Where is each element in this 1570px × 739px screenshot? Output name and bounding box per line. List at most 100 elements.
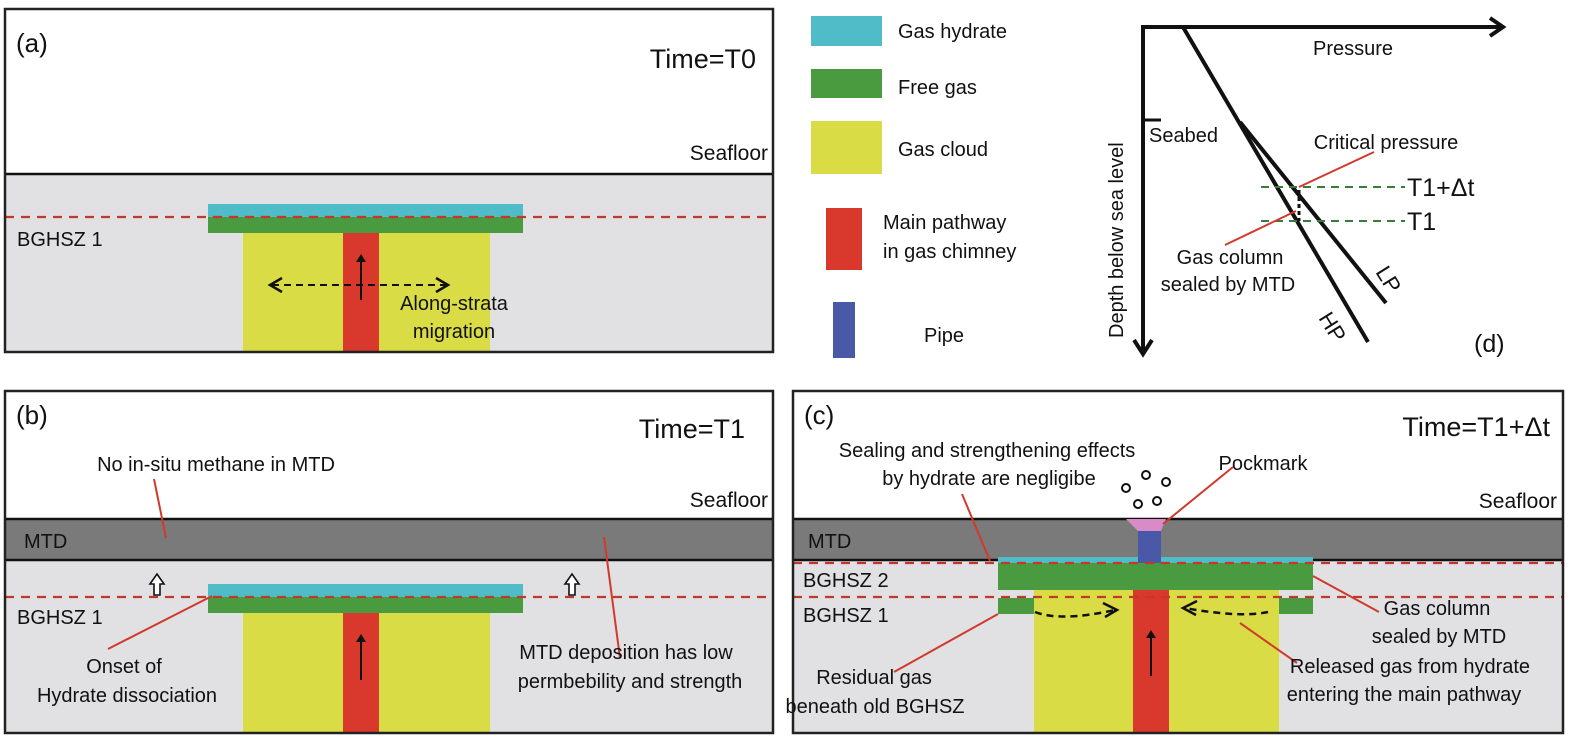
mtd-label: MTD — [24, 531, 67, 553]
panel-b: (b) Time=T1 No in-situ methane in MTD Se… — [3, 389, 775, 735]
bubble-icon — [1152, 496, 1162, 506]
panel-c: (c) Time=T1+Δt Sealing and strengthening… — [786, 389, 1565, 735]
legend-swatch-main-pathway — [826, 208, 862, 270]
seabed-label: Seabed — [1149, 125, 1218, 147]
bghsz-label: BGHSZ 1 — [17, 607, 103, 629]
bghsz-1-label: BGHSZ 1 — [803, 605, 889, 627]
sealing-label-1: Sealing and strengthening effects — [839, 440, 1136, 462]
critical-pressure-leader — [1298, 151, 1375, 188]
panel-d: Pressure Depth below sea level Seabed Cr… — [1106, 16, 1507, 358]
free-gas-layer — [208, 597, 523, 613]
bghsz-label: BGHSZ 1 — [17, 229, 103, 251]
legend-swatch-gas-hydrate — [811, 16, 882, 46]
annotation-line-2: migration — [413, 321, 495, 343]
pipe — [1138, 531, 1161, 563]
legend-swatch-pipe — [833, 302, 855, 358]
bubble-icon — [1141, 470, 1151, 480]
pockmark — [1126, 519, 1166, 531]
bghsz-shift-up-arrow-left — [148, 572, 166, 596]
hp-line — [1181, 25, 1370, 344]
pressure-axis-label: Pressure — [1313, 38, 1393, 60]
sealing-leader — [961, 493, 991, 562]
time-label: Time=T1+Δt — [1402, 412, 1550, 442]
panel-a: (a) Time=T0 Seafloor BGHSZ 1 Along-strat… — [3, 7, 775, 354]
t1-label: T1 — [1407, 208, 1436, 236]
mtd-deposition-label-1: MTD deposition has low — [519, 642, 733, 664]
released-gas-label-2: entering the main pathway — [1287, 684, 1522, 706]
residual-gas-label-1: Residual gas — [816, 667, 932, 689]
panel-label: (b) — [16, 400, 48, 430]
t1-dt-label: T1+Δt — [1407, 174, 1474, 202]
no-methane-label: No in-situ methane in MTD — [97, 454, 335, 476]
depth-axis-arrowhead — [1132, 338, 1154, 358]
pockmark-leader — [1162, 466, 1234, 525]
annotation-line-1: Along-strata — [400, 293, 509, 315]
critical-pressure-label: Critical pressure — [1314, 132, 1458, 154]
no-methane-leader — [153, 478, 167, 539]
inflow-arrowhead-right — [1180, 599, 1198, 617]
lp-line — [1238, 120, 1388, 305]
gas-column-leader — [1224, 210, 1297, 246]
free-gas-layer — [208, 217, 523, 233]
panel-frame — [3, 7, 775, 354]
bubble-icon — [1121, 483, 1131, 493]
depth-axis-label: Depth below sea level — [1106, 142, 1128, 338]
mtd-layer — [5, 519, 773, 560]
inflow-arrow-left — [1034, 608, 1116, 618]
hp-label: HP — [1314, 307, 1351, 346]
inflow-arrow-right — [1184, 606, 1269, 616]
residual-gas-left — [998, 598, 1034, 614]
bghsz-2-label: BGHSZ 2 — [803, 570, 889, 592]
gas-hydrate-layer — [208, 204, 523, 217]
legend-swatch-free-gas — [811, 69, 882, 98]
gas-column-free-gas — [998, 563, 1313, 590]
gas-column-label-2: sealed by MTD — [1372, 626, 1507, 648]
bghsz-shift-up-arrow-right — [563, 572, 581, 596]
seafloor-label: Seafloor — [1479, 490, 1557, 513]
gas-column-label-1: Gas column — [1384, 598, 1491, 620]
inflow-arrowhead-left — [1102, 601, 1120, 619]
residual-gas-label-2: beneath old BGHSZ — [786, 696, 965, 718]
mtd-layer — [793, 519, 1563, 560]
pockmark-label: Pockmark — [1219, 453, 1309, 475]
legend-label-free-gas: Free gas — [898, 77, 977, 99]
pressure-axis-arrowhead — [1488, 16, 1507, 38]
right-arrowhead — [435, 276, 451, 294]
legend-label-gas-hydrate: Gas hydrate — [898, 21, 1007, 43]
legend-swatch-gas-cloud — [811, 121, 882, 174]
released-gas-label-1: Released gas from hydrate — [1290, 656, 1530, 678]
gas-column-label-2: sealed by MTD — [1161, 274, 1296, 296]
gas-column-leader — [1312, 575, 1380, 613]
mtd-label: MTD — [808, 531, 851, 553]
legend-label-main-pathway-2: in gas chimney — [883, 241, 1016, 263]
onset-label-1: Onset of — [86, 656, 162, 678]
seafloor-label: Seafloor — [690, 142, 768, 165]
seafloor-label: Seafloor — [690, 489, 768, 512]
bubble-icon — [1133, 499, 1143, 509]
panel-frame — [3, 389, 775, 735]
mtd-deposition-label-2: permbebility and strength — [518, 671, 743, 693]
time-label: Time=T0 — [650, 44, 756, 74]
legend-label-main-pathway-1: Main pathway — [883, 212, 1006, 234]
gas-column-label-1: Gas column — [1177, 247, 1284, 269]
left-arrowhead — [267, 276, 283, 294]
legend-label-pipe: Pipe — [924, 325, 964, 347]
onset-leader — [107, 595, 213, 650]
panel-label: (c) — [804, 400, 834, 430]
time-label: Time=T1 — [639, 414, 745, 444]
released-gas-leader — [1239, 622, 1298, 664]
mtd-deposition-leader — [603, 536, 621, 659]
legend-label-gas-cloud: Gas cloud — [898, 139, 988, 161]
residual-gas-leader — [893, 613, 999, 673]
gas-bubbles — [1121, 470, 1171, 509]
panel-label: (d) — [1474, 330, 1505, 358]
legend: Gas hydrate Free gas Gas cloud Main path… — [811, 16, 1016, 358]
sealing-label-2: by hydrate are negligibe — [882, 468, 1095, 490]
bubble-icon — [1161, 477, 1171, 487]
gas-hydrate-layer — [208, 584, 523, 597]
residual-gas-right — [1279, 598, 1313, 614]
panel-frame — [791, 389, 1565, 735]
onset-label-2: Hydrate dissociation — [37, 685, 217, 707]
panel-label: (a) — [16, 28, 48, 58]
